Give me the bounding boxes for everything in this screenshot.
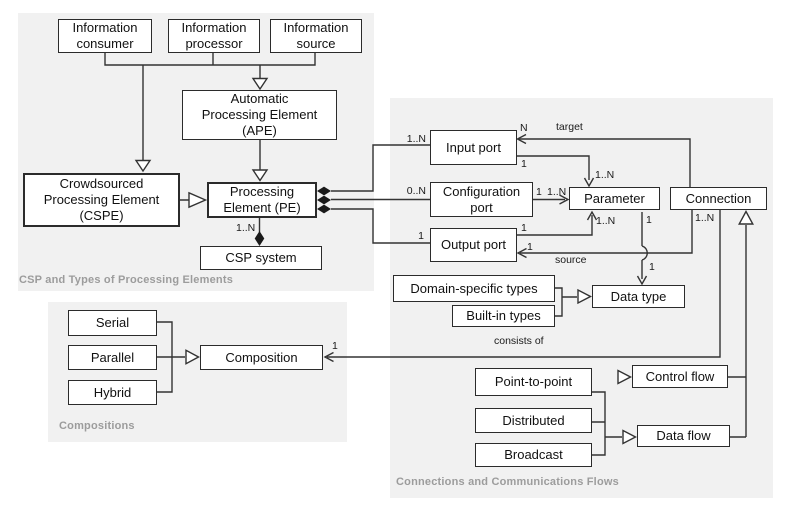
node-label: Connection xyxy=(685,190,752,206)
role-label-target: target xyxy=(556,121,583,133)
node-label: Hybrid xyxy=(93,384,132,400)
multiplicity-label: 1 xyxy=(646,214,652,226)
line-crossing-hop xyxy=(641,245,648,261)
multiplicity-label: 1 xyxy=(521,222,527,234)
multiplicity-label: 1 xyxy=(418,230,424,242)
node-label: Crowdsourced Processing Element (CSPE) xyxy=(43,176,160,223)
node-built-in-types: Built-in types xyxy=(452,305,555,327)
multiplicity-label: 1..N xyxy=(695,212,715,224)
multiplicity-label: 1..N xyxy=(547,186,567,198)
node-parallel: Parallel xyxy=(68,345,157,370)
role-label-consists-of: consists of xyxy=(494,335,544,347)
node-label: Parameter xyxy=(584,190,645,206)
node-configuration-port: Configuration port xyxy=(430,182,533,217)
node-input-port: Input port xyxy=(430,130,517,165)
node-ape: Automatic Processing Element (APE) xyxy=(182,90,337,140)
node-hybrid: Hybrid xyxy=(68,380,157,405)
node-information-source: Information source xyxy=(270,19,362,53)
node-label: Data flow xyxy=(656,428,711,443)
node-cspe: Crowdsourced Processing Element (CSPE) xyxy=(23,173,180,227)
node-label: Information source xyxy=(283,20,349,51)
node-label: Point-to-point xyxy=(494,374,573,389)
multiplicity-label: N xyxy=(520,122,528,134)
node-distributed: Distributed xyxy=(475,408,592,433)
node-label: Processing Element (PE) xyxy=(223,184,301,215)
multiplicity-label: 1..N xyxy=(595,169,615,181)
node-label: Built-in types xyxy=(466,308,541,323)
role-label-source: source xyxy=(555,254,587,266)
node-label: Control flow xyxy=(645,368,715,384)
caption-connections-flows: Connections and Communications Flows xyxy=(396,476,619,488)
node-output-port: Output port xyxy=(430,228,517,262)
multiplicity-label: 1..N xyxy=(406,133,426,145)
structure-lines xyxy=(104,53,747,456)
node-parameter: Parameter xyxy=(569,187,660,210)
node-label: Output port xyxy=(440,237,507,252)
node-information-consumer: Information consumer xyxy=(58,19,152,53)
multiplicity-label: 1 xyxy=(649,261,655,273)
node-domain-specific-types: Domain-specific types xyxy=(393,275,555,302)
generalization-triangles xyxy=(134,77,754,445)
node-label: Broadcast xyxy=(504,447,563,462)
node-serial: Serial xyxy=(68,310,157,336)
node-label: Distributed xyxy=(502,412,565,428)
node-composition: Composition xyxy=(200,345,323,370)
node-label: Information processor xyxy=(181,20,247,51)
node-label: Information consumer xyxy=(72,20,138,51)
node-data-type: Data type xyxy=(592,285,685,308)
node-information-processor: Information processor xyxy=(168,19,260,53)
caption-compositions: Compositions xyxy=(59,420,135,432)
multiplicity-label: 1 xyxy=(527,241,533,253)
multiplicity-label: 0..N xyxy=(406,185,426,197)
node-broadcast: Broadcast xyxy=(475,443,592,467)
node-label: Composition xyxy=(225,349,298,365)
node-label: Parallel xyxy=(90,349,135,365)
multiplicity-label: 1..N xyxy=(596,215,616,227)
node-pe: Processing Element (PE) xyxy=(207,182,317,218)
multiplicity-label: 1 xyxy=(332,340,338,352)
node-label: Configuration port xyxy=(442,183,521,215)
multiplicity-label: 1 xyxy=(536,186,542,198)
node-control-flow: Control flow xyxy=(632,365,728,388)
composition-diamonds xyxy=(254,186,331,246)
node-point-to-point: Point-to-point xyxy=(475,368,592,396)
node-label: CSP system xyxy=(225,250,297,265)
node-data-flow: Data flow xyxy=(637,425,730,447)
multiplicity-label: 1..N xyxy=(236,222,256,234)
node-label: Automatic Processing Element (APE) xyxy=(201,91,318,138)
node-connection: Connection xyxy=(670,187,767,210)
open-arrowheads xyxy=(323,133,648,363)
node-label: Domain-specific types xyxy=(410,280,538,296)
multiplicity-label: 1 xyxy=(521,158,527,170)
node-label: Input port xyxy=(446,139,501,155)
node-csp-system: CSP system xyxy=(200,246,322,270)
caption-csp-and-types: CSP and Types of Processing Elements xyxy=(19,274,234,286)
node-label: Data type xyxy=(610,288,667,304)
node-label: Serial xyxy=(95,315,130,330)
